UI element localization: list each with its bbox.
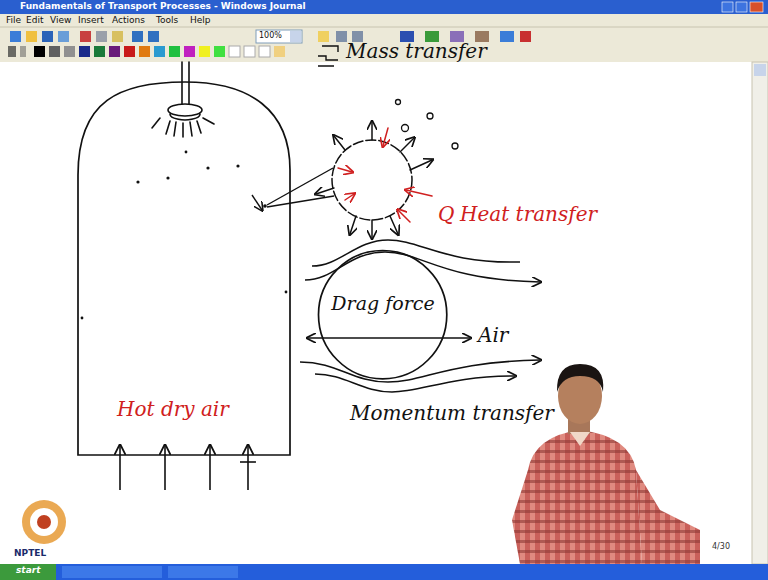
handwritten-label: Momentum transfer bbox=[350, 402, 554, 425]
droplets bbox=[81, 151, 288, 320]
menu-text: Insert bbox=[78, 15, 104, 25]
dryer-chamber: Hot dry air bbox=[77, 80, 292, 458]
menu-text: Help bbox=[190, 15, 211, 25]
window-button bbox=[736, 2, 747, 12]
toolbar-area bbox=[0, 14, 768, 62]
scroll-button bbox=[754, 64, 766, 76]
menu-text: Fundamentals of Transport Processes - Wi… bbox=[20, 1, 306, 11]
window-button bbox=[722, 2, 733, 12]
handwritten-label: Air bbox=[478, 324, 508, 347]
menu-text: View bbox=[50, 15, 71, 25]
zoom-leader bbox=[267, 168, 334, 207]
menu-text: Tools bbox=[156, 15, 178, 25]
handwritten-label: Heat transfer bbox=[460, 203, 597, 226]
falling-arrow bbox=[252, 195, 262, 210]
handwritten-label: Mass transfer bbox=[346, 40, 487, 63]
start-button bbox=[0, 564, 56, 580]
chamber-outline bbox=[78, 82, 290, 455]
page-canvas bbox=[0, 62, 752, 564]
presenter bbox=[512, 364, 700, 564]
nptel-logo bbox=[22, 500, 66, 544]
vapour-bubbles bbox=[396, 100, 459, 150]
menu-text: 100% bbox=[259, 31, 282, 40]
color-palette: ​ bbox=[8, 45, 285, 58]
taskbar-item bbox=[168, 566, 238, 578]
force-arrows bbox=[308, 337, 470, 339]
menu-text: File bbox=[6, 15, 21, 25]
taskbar-item bbox=[62, 566, 162, 578]
menu-divider bbox=[0, 27, 768, 28]
ui-text: NPTEL bbox=[14, 548, 46, 558]
scrollbar bbox=[752, 62, 768, 564]
droplet-circle: Drag force bbox=[317, 249, 448, 380]
menu-text: Actions bbox=[112, 15, 145, 25]
close-button bbox=[750, 2, 763, 12]
circle-outline bbox=[319, 251, 447, 379]
scribble-mark bbox=[318, 46, 338, 66]
magnified-droplet bbox=[316, 122, 432, 238]
ui-text: 4/30 bbox=[712, 542, 730, 551]
ui-text: start bbox=[16, 565, 40, 575]
menu-text: Edit bbox=[26, 15, 43, 25]
handwritten-label: Q bbox=[438, 203, 454, 226]
node-text: Drag force bbox=[331, 293, 434, 315]
streamlines bbox=[300, 240, 540, 392]
node-outline bbox=[317, 249, 448, 380]
spray-nozzle bbox=[152, 62, 214, 137]
taskbar bbox=[0, 564, 768, 580]
node-text: Hot dry air bbox=[117, 398, 229, 421]
title-bar bbox=[0, 0, 768, 14]
air-inlet-arrows bbox=[120, 446, 256, 490]
